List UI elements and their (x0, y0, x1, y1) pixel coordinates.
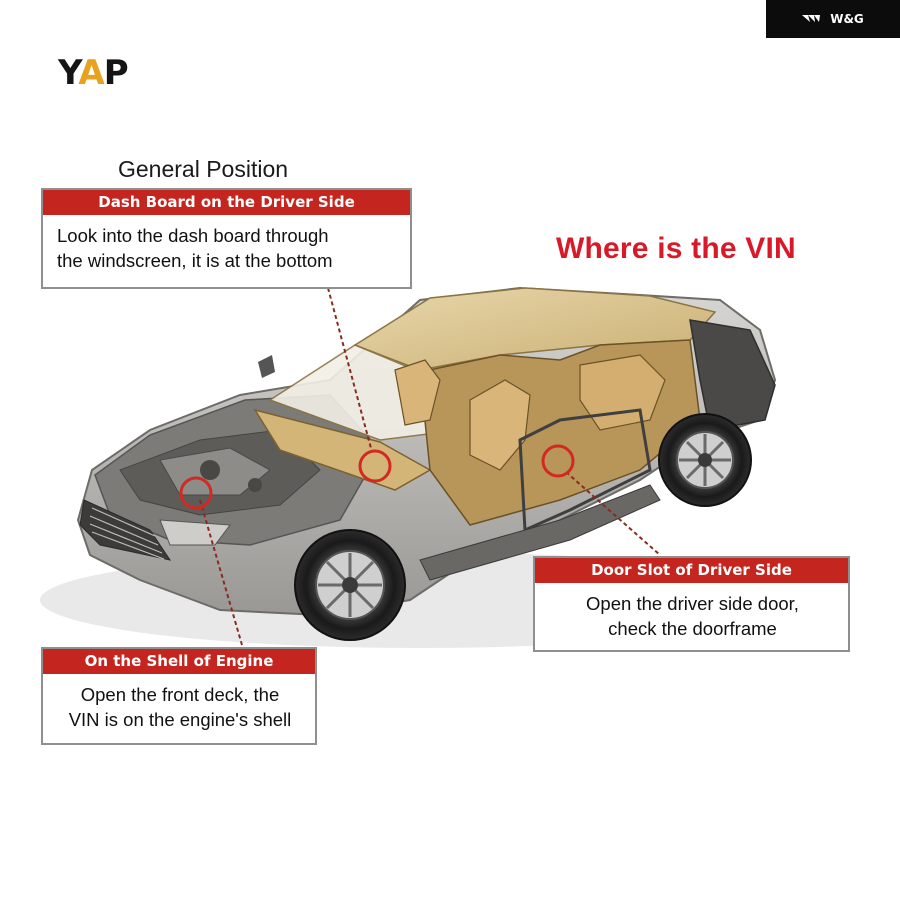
leader-line-dash (327, 287, 373, 453)
vin-marker-dash (358, 449, 392, 483)
front-seat (469, 379, 531, 471)
front-grille (79, 499, 172, 561)
vin-marker-engine (179, 476, 213, 510)
vin-marker-door (541, 444, 575, 478)
callout-engine-shell: On the Shell of Engine Open the front de… (41, 647, 317, 745)
callout-header: On the Shell of Engine (43, 649, 315, 674)
callout-body: Open the front deck, the VIN is on the e… (68, 684, 292, 730)
callout-dash-board: Dash Board on the Driver Side Look into … (41, 188, 412, 289)
callout-door-slot: Door Slot of Driver Side Open the driver… (533, 556, 850, 652)
callout-body: Open the driver side door, check the doo… (586, 593, 799, 639)
dashboard (253, 408, 432, 491)
side-mirror (258, 355, 275, 378)
car-rear (689, 319, 776, 431)
page-title: Where is the VIN (556, 232, 796, 265)
rear-seat (579, 354, 666, 431)
callout-header: Dash Board on the Driver Side (43, 190, 410, 215)
rear-wheel (658, 413, 752, 507)
front-wheel (294, 529, 406, 641)
callout-header: Door Slot of Driver Side (535, 558, 848, 583)
section-heading: General Position (118, 156, 289, 182)
brand-logo: YAP (58, 53, 129, 93)
brand-badge-text: W&G (830, 12, 864, 26)
wing-icon (802, 15, 821, 22)
callout-body: Look into the dash board through the win… (57, 225, 333, 271)
brand-badge: W&G (766, 0, 900, 38)
